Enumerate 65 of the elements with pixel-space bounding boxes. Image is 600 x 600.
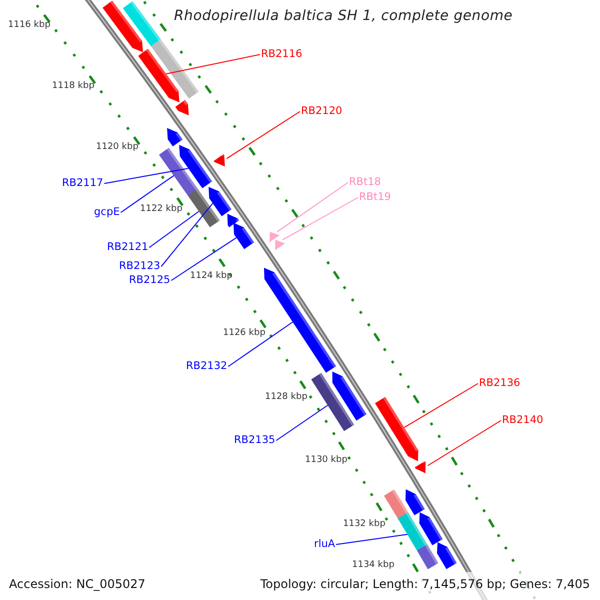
scale-label: 1116 kbp [8,20,50,31]
gene-label: RB2116 [261,48,302,61]
gene-label: RB2120 [301,105,342,118]
gene-feature [414,461,426,474]
gene-feature [151,39,199,99]
gene-label: RB2121 [107,241,148,254]
leader-line [336,534,408,545]
scale-label: 1118 kbp [52,81,94,92]
gene-feature [234,222,254,250]
scale-label: 1132 kbp [343,519,386,530]
gene-feature [159,148,198,196]
leader-line [228,321,294,367]
leader-line [404,383,478,428]
gene-label: RBt19 [359,191,391,204]
gene-feature [437,542,457,570]
scale-label: 1124 kbp [190,271,232,282]
gene-label: RB2135 [234,434,276,447]
gene-feature [214,154,225,166]
gene-feature [398,512,428,550]
leader-line [282,197,358,240]
gene-feature [311,372,354,432]
gene-label: RB2136 [479,377,520,390]
gene-label: RB2123 [119,260,160,273]
scale-label: 1120 kbp [96,142,138,153]
gene-feature [332,372,366,421]
gene-feature [102,0,143,52]
gene-label: RB2140 [502,414,544,427]
leader-line [427,420,502,466]
gene-feature [179,144,212,188]
gene-label: RB2125 [129,274,170,287]
leader-line [160,202,214,267]
gene-feature [419,512,443,546]
gene-feature [416,544,438,570]
gene-label: RBt18 [349,176,381,189]
gene-feature [406,489,425,516]
gene-feature [275,240,285,250]
gene-feature [208,186,232,216]
gene-feature [122,1,161,46]
scale-label: 1126 kbp [223,328,266,339]
gene-feature [188,188,220,228]
scale-label: 1128 kbp [265,392,308,403]
gene-label: gcpE [94,206,120,219]
genome-stats-text: Topology: circular; Length: 7,145,576 bp; Genes: 7,405 [260,577,590,591]
gene-label: RB2132 [186,360,228,373]
gene-feature [375,396,418,462]
scale-label: 1122 kbp [140,204,182,215]
gene-feature [227,214,240,228]
gene-label: rluA [314,538,336,551]
gene-feature [175,100,189,116]
leader-line [120,175,174,213]
gene-feature [138,48,180,102]
scale-label: 1134 kbp [352,560,394,571]
gene-feature [264,268,336,373]
leader-line [226,111,300,160]
leader-line [170,237,237,281]
gene-feature [270,232,280,242]
gene-label: RB2117 [62,177,104,190]
gene-feature [384,489,410,520]
leader-line [166,54,260,74]
leader-line [104,168,189,184]
scale-label: 1130 kbp [305,455,348,466]
leader-line [148,210,200,248]
accession-text: Accession: NC_005027 [9,577,146,591]
gene-feature [167,128,183,146]
leader-line [276,182,348,232]
